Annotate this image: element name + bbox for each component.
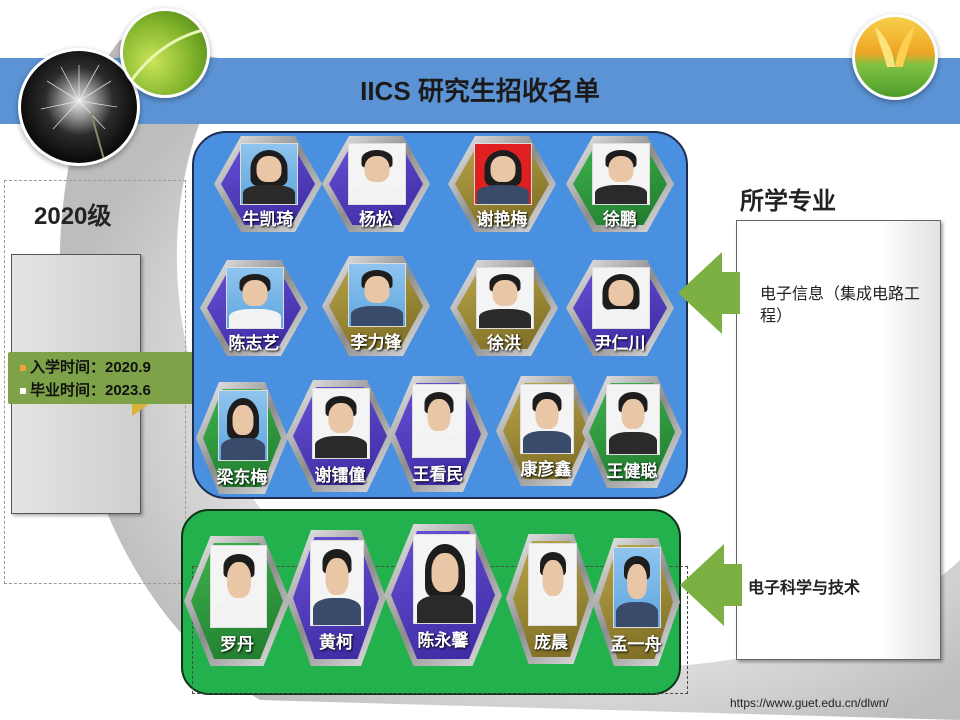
student-name: 谢镭僮 [314, 466, 366, 486]
student-card: 牛凯琦 [214, 136, 322, 232]
student-card: 陈永馨 [384, 524, 502, 666]
student-card: 罗丹 [184, 536, 290, 666]
major-integrated-circuit: 电子信息（集成电路工程） [760, 286, 921, 325]
student-photo [210, 545, 267, 628]
student-photo [413, 534, 476, 624]
footer-url: https://www.guet.edu.cn/dlwn/ [730, 696, 889, 710]
student-photo [476, 267, 534, 329]
student-name: 孟一舟 [610, 635, 662, 655]
year-label: 2020级 [34, 203, 112, 230]
student-photo [606, 384, 660, 455]
student-photo [218, 390, 268, 461]
student-card: 谢艳梅 [448, 136, 556, 232]
student-card: 徐洪 [450, 260, 558, 356]
student-photo [613, 547, 661, 628]
student-name: 杨松 [359, 210, 393, 230]
student-name: 罗丹 [220, 635, 254, 655]
student-name: 康彦鑫 [520, 460, 572, 480]
student-card: 庞晨 [506, 534, 596, 664]
student-photo [528, 543, 577, 626]
major-electronic-science: 电子科学与技术 [748, 580, 861, 597]
bullet-icon [20, 388, 26, 395]
student-card: 李力锋 [322, 256, 430, 356]
student-card: 孟一舟 [592, 538, 680, 666]
arrow-left-icon [680, 544, 742, 626]
student-photo [310, 540, 364, 626]
tulip-image [852, 14, 938, 100]
student-name: 陈志艺 [228, 334, 280, 354]
student-name: 徐鹏 [603, 210, 637, 230]
student-card: 王看民 [388, 376, 488, 492]
student-card: 康彦鑫 [496, 376, 596, 486]
major-box [736, 220, 941, 660]
student-name: 李力锋 [350, 333, 402, 353]
student-name: 尹仁川 [594, 334, 646, 354]
student-name: 徐洪 [487, 334, 521, 354]
bullet-icon [20, 365, 26, 372]
student-card: 谢镭僮 [286, 380, 394, 492]
student-card: 梁东梅 [196, 382, 288, 494]
student-card: 黄柯 [286, 530, 386, 666]
student-card: 王健聪 [582, 376, 682, 488]
leaf-image [120, 8, 210, 98]
student-photo [412, 384, 466, 458]
major-heading: 所学专业 [740, 188, 836, 215]
student-card: 陈志艺 [200, 260, 308, 356]
student-card: 徐鹏 [566, 136, 674, 232]
student-photo [240, 143, 298, 205]
student-photo [348, 263, 406, 327]
graduate-date: 毕业时间：2023.6 [30, 382, 151, 399]
student-name: 黄柯 [319, 633, 353, 653]
student-photo [520, 384, 574, 454]
student-name: 梁东梅 [216, 468, 268, 488]
enroll-date: 入学时间：2020.9 [30, 359, 151, 376]
student-name: 谢艳梅 [476, 210, 528, 230]
student-card: 尹仁川 [566, 260, 674, 356]
student-name: 王看民 [412, 465, 464, 485]
student-photo [592, 267, 650, 329]
student-name: 王健聪 [606, 462, 658, 482]
student-name: 庞晨 [534, 633, 568, 653]
page-title: IICS 研究生招收名单 [360, 76, 600, 106]
student-card: 杨松 [322, 136, 430, 232]
student-photo [592, 143, 650, 205]
student-name: 陈永馨 [417, 631, 469, 651]
student-photo [312, 388, 370, 459]
student-photo [226, 267, 284, 329]
date-box: 入学时间：2020.9 毕业时间：2023.6 [8, 352, 194, 404]
dandelion-image [18, 48, 140, 166]
student-name: 牛凯琦 [242, 210, 294, 230]
arrow-left-icon [678, 252, 740, 334]
student-photo [348, 143, 406, 205]
student-photo [474, 143, 532, 205]
